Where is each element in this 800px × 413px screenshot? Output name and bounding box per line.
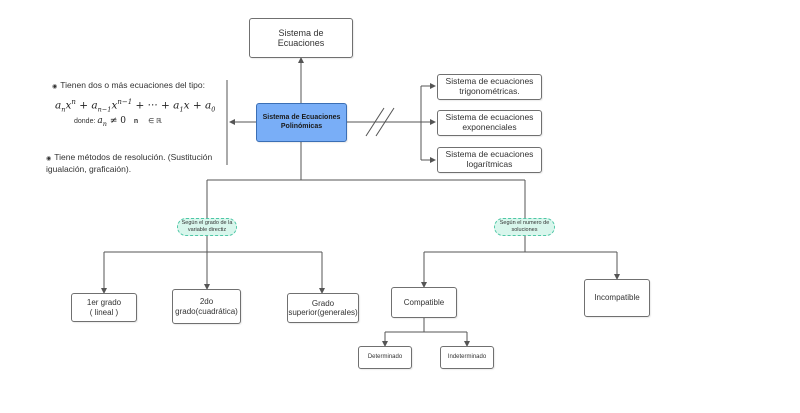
node-determinado[interactable]: Determinado — [358, 346, 412, 369]
node-compatible[interactable]: Compatible — [391, 287, 457, 318]
node-cuadratica[interactable]: 2do grado(cuadrática) — [172, 289, 241, 324]
node-superior[interactable]: Grado superior(generales) — [287, 293, 359, 323]
bullet-icon: ◉ — [52, 84, 58, 90]
note-bullet-1: ◉Tienen dos o más ecuaciones del tipo: — [52, 80, 205, 92]
node-lineal[interactable]: 1er grado ( lineal ) — [71, 293, 137, 322]
note-bullet-2: ◉Tiene métodos de resolución. (Sustituci… — [46, 141, 212, 175]
node-indeterminado[interactable]: Indeterminado — [440, 346, 494, 369]
node-logaritmicas[interactable]: Sistema de ecuaciones logarítmicas — [437, 147, 542, 173]
node-sistema-ecuaciones[interactable]: Sistema de Ecuaciones — [249, 18, 353, 58]
node-incompatible[interactable]: Incompatible — [584, 279, 650, 317]
tag-segun-grado: Según el grado de la variable directiz — [177, 218, 237, 236]
bullet-icon: ◉ — [46, 156, 52, 163]
tag-segun-soluciones: Según el numero de soluciones — [494, 218, 555, 236]
note-bullet-2-text: Tiene métodos de resolución. (Sustitució… — [46, 152, 213, 174]
formula: anxn + an−1xn−1 + ··· + a1x + a0 — [55, 98, 216, 114]
note-bullet-1-text: Tienen dos o más ecuaciones del tipo: — [60, 80, 205, 90]
node-exponenciales[interactable]: Sistema de ecuaciones exponenciales — [437, 110, 542, 136]
node-polinomicas[interactable]: Sistema de Ecuaciones Polinómicas — [256, 103, 347, 142]
node-trigonometricas[interactable]: Sistema de ecuaciones trigonométricas. — [437, 74, 542, 100]
note-condition: donde: an ≠ 0 n ∈ ℝ — [74, 116, 162, 128]
